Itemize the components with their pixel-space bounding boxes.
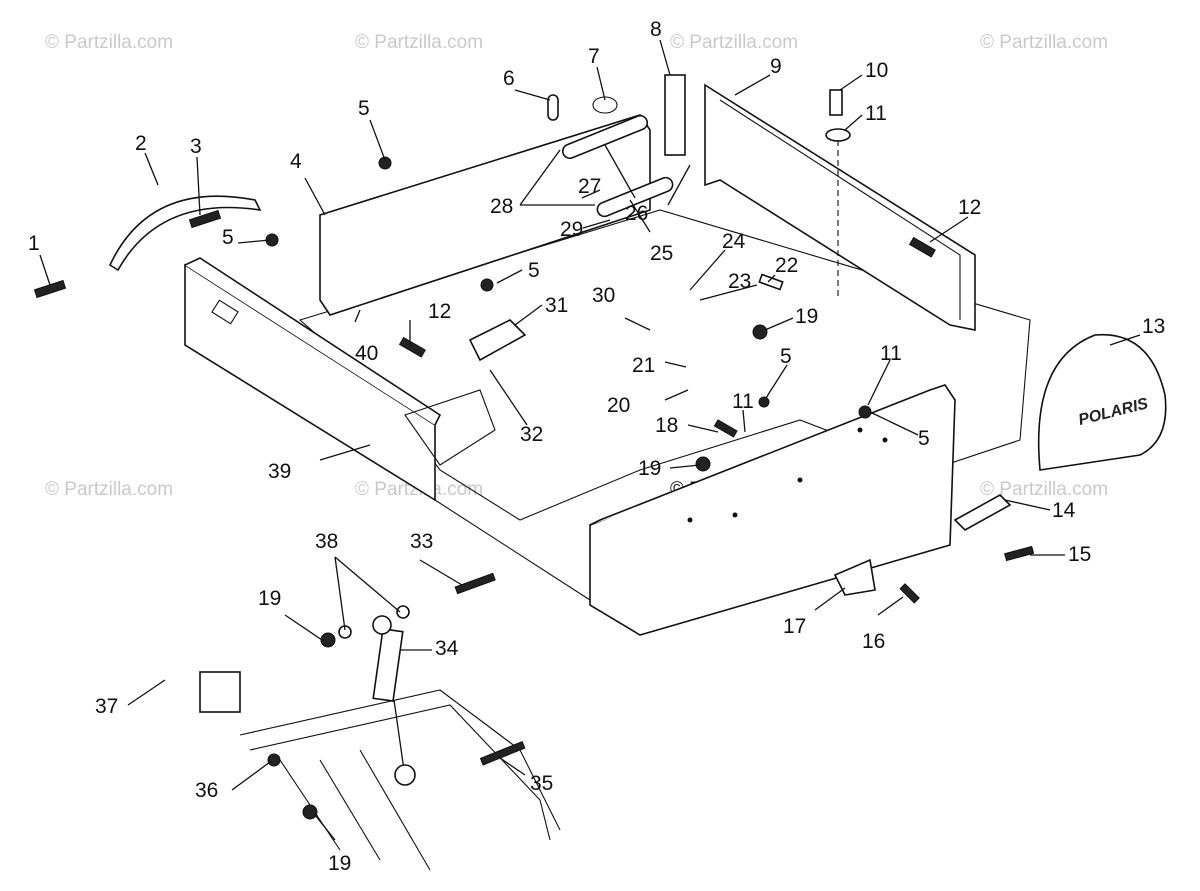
watermark: © Partzilla.com <box>670 32 798 53</box>
cargo-box <box>184 83 1031 636</box>
callout-27: 27 <box>578 175 601 198</box>
strut-rod <box>393 699 405 771</box>
callout-17: 17 <box>783 615 806 638</box>
strut-eye <box>394 764 416 786</box>
callout-37: 37 <box>95 695 118 718</box>
callout-9: 9 <box>770 55 782 78</box>
callout-15: 15 <box>1068 543 1091 566</box>
watermark: © Partzilla.com <box>980 479 1108 500</box>
callout-36: 36 <box>195 779 218 802</box>
callout-23: 23 <box>728 270 751 293</box>
diamond-plate <box>404 389 496 466</box>
watermark: © Partzilla.com <box>45 479 173 500</box>
callout-35: 35 <box>530 772 553 795</box>
watermark: © Partzilla.com <box>45 32 173 53</box>
handle <box>953 494 1012 531</box>
box-edge <box>434 499 591 601</box>
callout-28: 28 <box>490 195 513 218</box>
callout-2: 2 <box>135 132 147 155</box>
watermark: © Partzilla.com <box>980 32 1108 53</box>
callout-20: 20 <box>607 394 630 417</box>
callout-numbers: 1 2 3 4 5 5 5 5 5 5 6 7 8 9 10 11 11 11 … <box>28 18 1165 875</box>
callout-25: 25 <box>650 242 673 265</box>
callout-6: 6 <box>503 67 515 90</box>
callout-11: 11 <box>880 342 902 365</box>
callout-5: 5 <box>780 345 792 368</box>
callout-31: 31 <box>545 294 568 317</box>
side-rail-left-top <box>184 257 442 426</box>
callout-30: 30 <box>592 284 615 307</box>
rear-frame-inner <box>719 99 961 320</box>
callout-16: 16 <box>862 630 885 653</box>
rear-frame <box>704 83 976 331</box>
callout-4: 4 <box>290 150 302 173</box>
callout-3: 3 <box>190 135 202 158</box>
callout-12: 12 <box>958 196 981 219</box>
leader-lines <box>39 39 1141 841</box>
callout-19: 19 <box>795 305 818 328</box>
callout-24: 24 <box>722 230 746 253</box>
frame-rails <box>199 671 561 871</box>
callout-11: 11 <box>732 390 754 413</box>
box-front-lip <box>589 384 956 526</box>
callout-40: 40 <box>355 342 378 365</box>
callout-14: 14 <box>1052 499 1076 522</box>
callout-22: 22 <box>775 254 798 277</box>
callout-32: 32 <box>520 423 543 446</box>
callout-21: 21 <box>632 354 655 377</box>
callout-19: 19 <box>328 852 351 875</box>
frame-rail <box>239 689 561 831</box>
watermark: © Partzilla.com <box>355 32 483 53</box>
reflector <box>664 74 686 156</box>
strut-cylinder <box>372 628 404 702</box>
callout-26: 26 <box>625 202 648 225</box>
hinge-cable <box>108 195 262 272</box>
callout-7: 7 <box>588 45 600 68</box>
callout-33: 33 <box>410 530 433 553</box>
callout-13: 13 <box>1142 315 1165 338</box>
callout-8: 8 <box>650 18 662 41</box>
cover-shape <box>1037 333 1167 471</box>
strut-eye-top <box>372 615 392 635</box>
callout-34: 34 <box>435 637 459 660</box>
washer <box>825 128 851 142</box>
callout-19: 19 <box>638 457 661 480</box>
mounting-plate <box>199 671 241 713</box>
callout-18: 18 <box>655 414 678 437</box>
callout-11: 11 <box>865 102 887 125</box>
carriage-bolt <box>829 89 843 116</box>
rail-label-plate <box>211 299 239 325</box>
callout-1: 1 <box>28 232 40 255</box>
gas-strut <box>372 615 416 786</box>
callout-12: 12 <box>428 300 451 323</box>
latch-block <box>468 319 527 362</box>
callout-39: 39 <box>268 460 291 483</box>
polaris-cover: POLARIS <box>1037 333 1167 471</box>
callout-5: 5 <box>358 97 370 120</box>
callout-5: 5 <box>528 259 540 282</box>
callout-29: 29 <box>560 218 583 241</box>
callout-10: 10 <box>865 59 888 82</box>
callout-19: 19 <box>258 587 281 610</box>
callout-5: 5 <box>918 427 930 450</box>
callout-5: 5 <box>222 226 234 249</box>
callout-38: 38 <box>315 530 338 553</box>
hinge-rod <box>561 114 649 160</box>
latch-bracket <box>833 558 876 596</box>
side-rail-left <box>184 263 436 502</box>
fasteners <box>33 94 1035 820</box>
